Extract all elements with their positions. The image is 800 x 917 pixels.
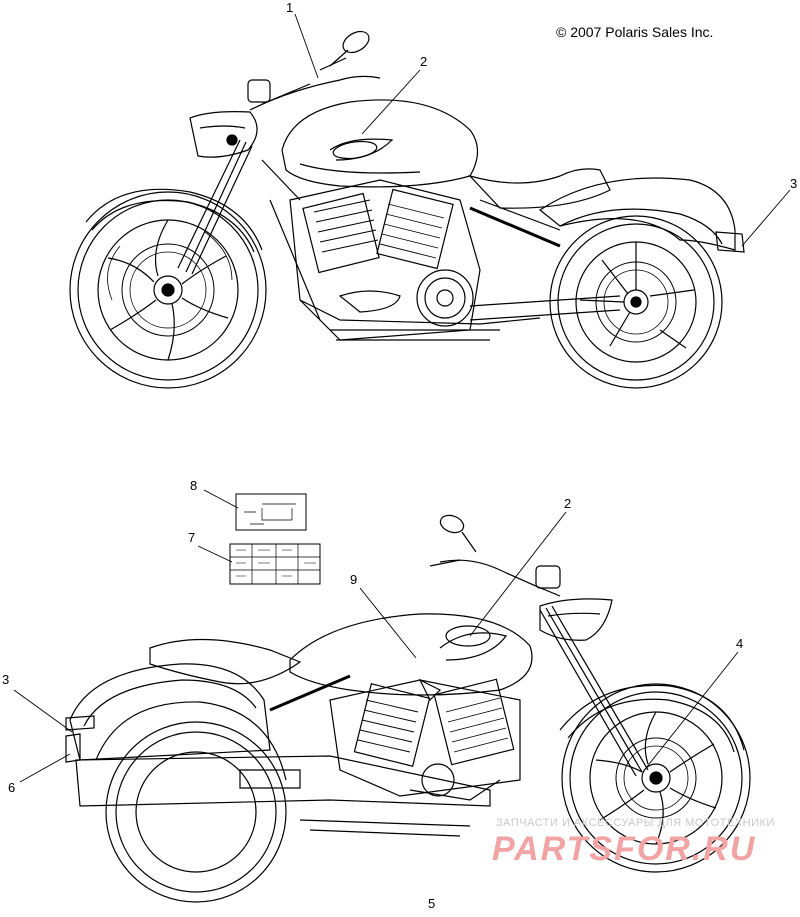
leader-4 (645, 651, 739, 769)
callout-8: 8 (190, 478, 198, 493)
top-front-wheel (69, 191, 267, 389)
top-tank-emblem (332, 140, 378, 160)
leader-1 (294, 13, 319, 79)
bottom-seat (149, 638, 302, 685)
bottom-fuel-tank (289, 613, 533, 696)
top-seat (468, 168, 611, 209)
callout-leaders (13, 13, 791, 783)
leader-2-top (361, 69, 421, 135)
callout-3-bottom: 3 (2, 672, 10, 687)
callout-6: 6 (8, 780, 16, 795)
bottom-motorcycle (65, 514, 751, 903)
bottom-front-wheel (561, 683, 751, 873)
top-front-fender (85, 188, 263, 251)
top-motorcycle (69, 30, 745, 389)
bottom-exhaust (75, 755, 491, 807)
copyright-notice: © 2007 Polaris Sales Inc. (556, 24, 714, 40)
bottom-front-fender (559, 684, 745, 751)
leader-9 (359, 587, 417, 659)
callout-7: 7 (188, 530, 196, 545)
top-rear-wheel (549, 215, 723, 389)
bottom-engine (329, 678, 521, 801)
leader-7 (197, 545, 233, 563)
watermark-logo: PARTSFOR.RU (492, 830, 757, 868)
callout-2-bottom: 2 (564, 496, 572, 511)
top-swingarm (469, 295, 621, 321)
decal-label-7 (229, 543, 321, 585)
watermark-tagline: ЗАПЧАСТИ И АКСЕССУАРЫ ДЛЯ МОТОТЕХНИКИ (496, 817, 775, 829)
leader-8 (203, 489, 239, 509)
bottom-cowl (539, 598, 613, 641)
top-engine (289, 179, 500, 341)
callout-1: 1 (286, 0, 294, 15)
top-handlebar (249, 75, 381, 111)
leader-6 (19, 753, 71, 783)
top-fuel-tank (281, 99, 479, 188)
callout-9: 9 (350, 572, 358, 587)
decal-label-8 (235, 493, 307, 531)
top-cowl (189, 111, 258, 158)
leader-2-bottom (469, 511, 567, 637)
leader-3-top (741, 189, 791, 247)
callout-3-top: 3 (790, 176, 798, 191)
top-exhaust (299, 299, 541, 325)
top-rear-fender (538, 177, 736, 251)
callout-4: 4 (736, 636, 744, 651)
callout-5: 5 (428, 896, 436, 911)
leader-3-bottom (13, 689, 73, 733)
bottom-front-fork (539, 605, 649, 777)
top-front-fork (177, 139, 253, 275)
bottom-rear-fender (69, 663, 271, 761)
bottom-tank-emblem (445, 625, 491, 647)
callout-2-top: 2 (420, 54, 428, 69)
bottom-rear-wheel (95, 701, 287, 903)
